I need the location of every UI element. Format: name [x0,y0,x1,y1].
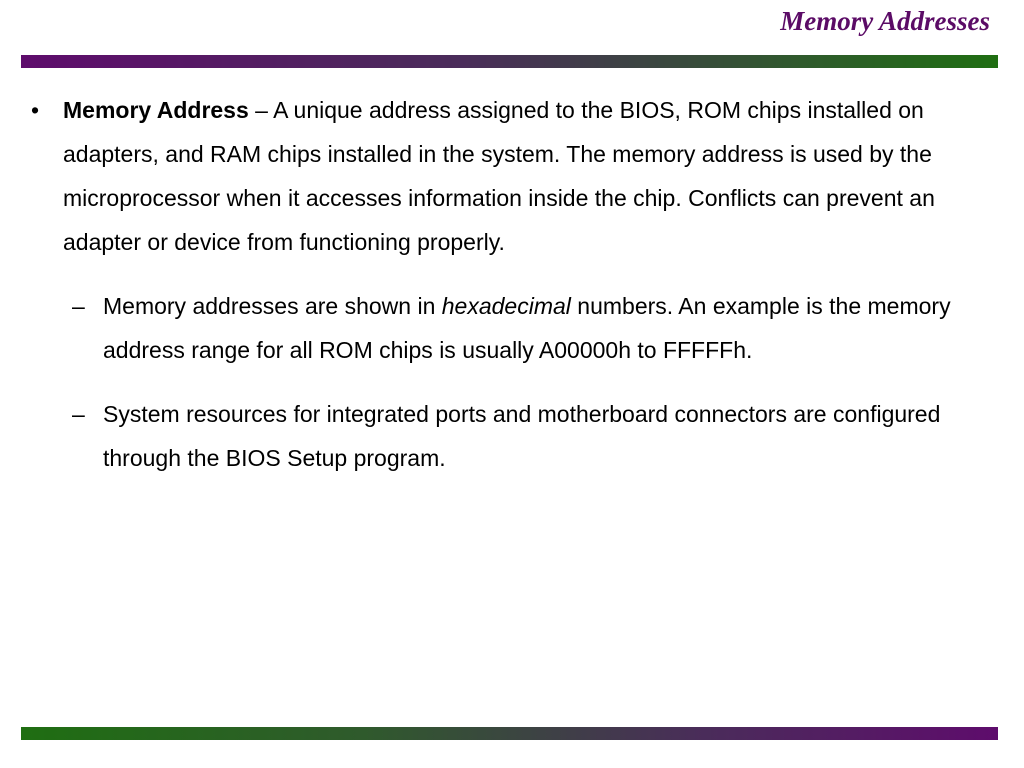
sub-bullet-text: System resources for integrated ports an… [103,401,941,471]
sub-bullet-hexadecimal: – Memory addresses are shown in hexadeci… [0,284,1024,372]
top-divider-bar [21,55,998,68]
bullet-term: Memory Address [63,97,249,123]
sub-bullet-marker: – [72,293,85,319]
bottom-divider-bar [21,727,998,740]
sub-bullet-text-before: Memory addresses are shown in [103,293,442,319]
bullet-text: – A unique address assigned to the BIOS,… [63,97,935,255]
bullet-marker: • [31,97,40,123]
sub-bullet-text-after: numbers. An example is the memory addres… [103,293,951,363]
sub-bullet-system-resources: – System resources for integrated ports … [0,392,1024,480]
slide-title: Memory Addresses [780,6,990,36]
slide-content: • Memory Address – A unique address assi… [0,88,1024,480]
sub-bullet-emphasis: hexadecimal [441,293,571,319]
bullet-memory-address: • Memory Address – A unique address assi… [0,88,1024,264]
sub-bullet-marker: – [72,401,85,427]
